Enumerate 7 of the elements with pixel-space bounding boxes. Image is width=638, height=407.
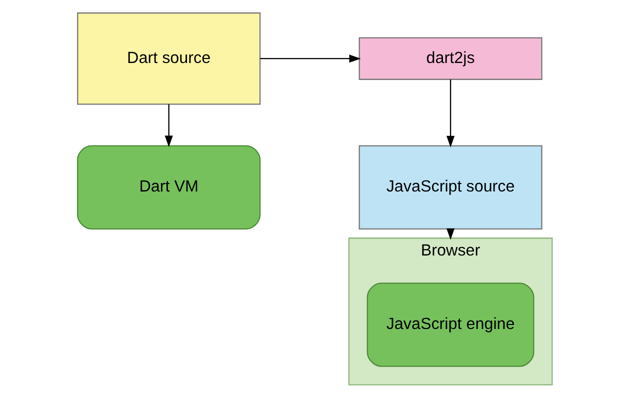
- node-box: Dart VM: [76, 145, 260, 230]
- node-box: JavaScript engine: [366, 282, 534, 367]
- arrow: [164, 104, 172, 148]
- node-box: Dart source: [76, 12, 260, 105]
- arrow: [260, 54, 360, 63]
- node-box: dart2js: [358, 37, 542, 80]
- arrow: [446, 80, 454, 148]
